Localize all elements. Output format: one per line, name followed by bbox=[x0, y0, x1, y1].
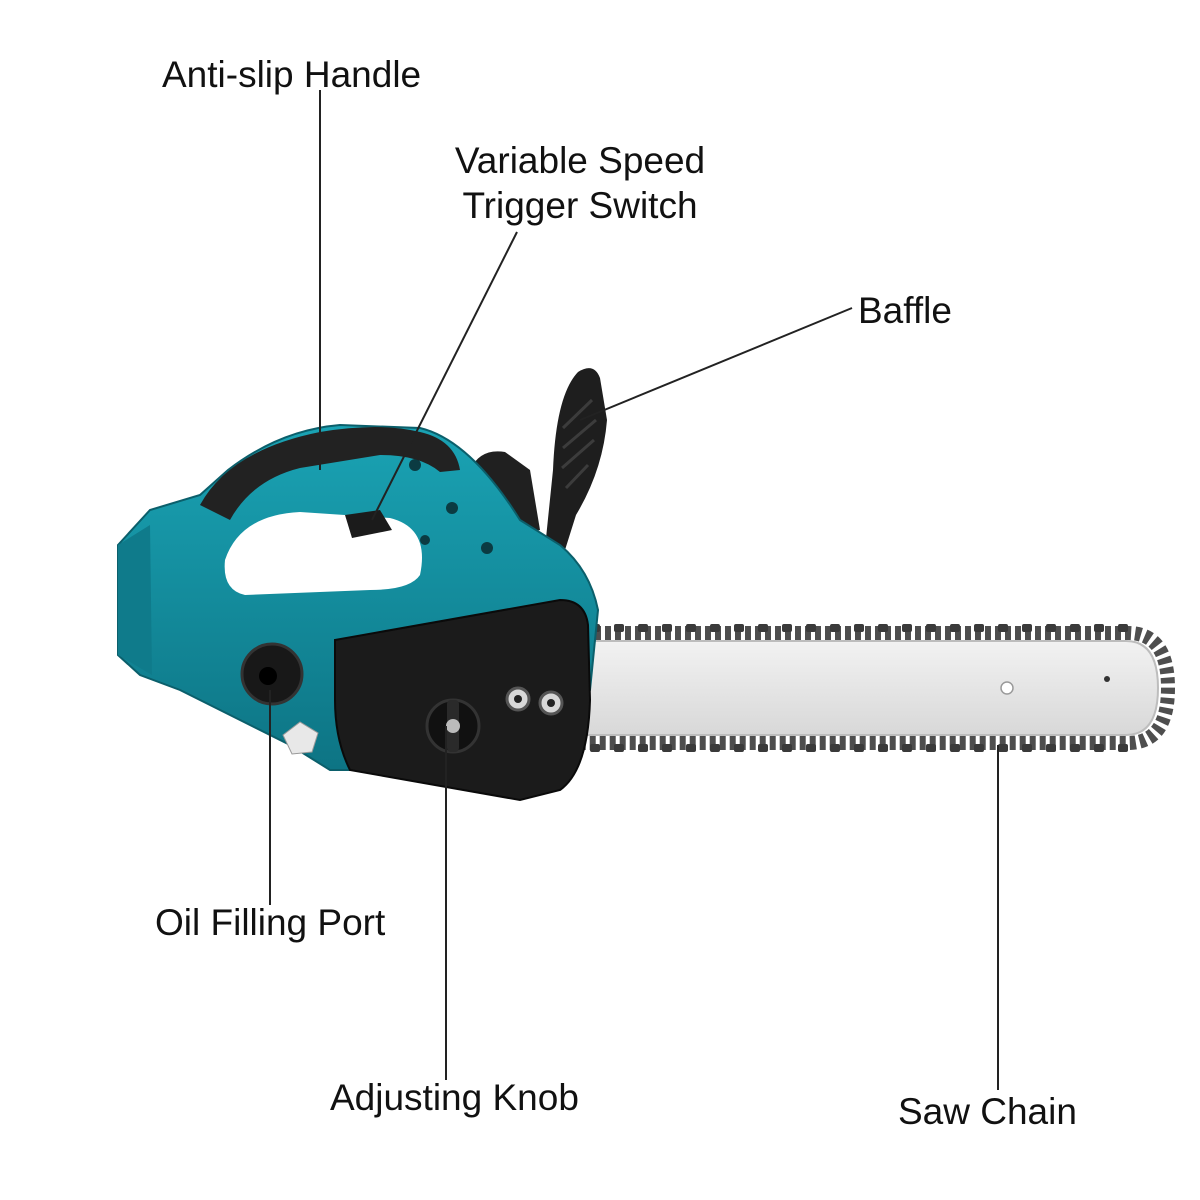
chain-tooth bbox=[998, 744, 1008, 752]
chain-tooth bbox=[878, 744, 888, 752]
chain-tooth bbox=[854, 744, 864, 752]
chain-tooth bbox=[950, 624, 960, 632]
chain-tooth bbox=[782, 624, 792, 632]
chain-tooth bbox=[662, 624, 672, 632]
chain-tooth bbox=[830, 624, 840, 632]
label-trigger-line2: Trigger Switch bbox=[462, 185, 698, 227]
chain-tooth bbox=[830, 744, 840, 752]
motor-housing bbox=[470, 451, 540, 540]
label-adjusting-knob: Adjusting Knob bbox=[330, 1077, 579, 1118]
chain-tooth bbox=[1070, 624, 1080, 632]
chain-tooth bbox=[686, 744, 696, 752]
chain-tooth bbox=[638, 624, 648, 632]
chain-tooth bbox=[614, 744, 624, 752]
chain-tooth bbox=[854, 624, 864, 632]
chain-tooth bbox=[590, 744, 600, 752]
chain-tooth bbox=[710, 744, 720, 752]
label-trigger-line1: Variable Speed bbox=[454, 140, 706, 181]
chain-tooth bbox=[638, 744, 648, 752]
chain-tooth bbox=[1046, 624, 1056, 632]
chain-tooth bbox=[1022, 624, 1032, 632]
chain-tooth bbox=[758, 624, 768, 632]
adjusting-knob bbox=[425, 698, 481, 754]
oil-filling-cap bbox=[240, 642, 304, 706]
label-oil-filling-port: Oil Filling Port bbox=[155, 902, 386, 943]
chain-tooth bbox=[902, 624, 912, 632]
chain-tooth bbox=[1094, 744, 1104, 752]
label-baffle: Baffle bbox=[858, 290, 952, 331]
chain-tooth bbox=[806, 624, 816, 632]
chain-tooth bbox=[926, 624, 936, 632]
bar-rivet bbox=[1104, 676, 1110, 682]
chain-tooth bbox=[806, 744, 816, 752]
chain-tooth bbox=[1094, 624, 1104, 632]
label-saw-chain: Saw Chain bbox=[898, 1091, 1077, 1132]
saw-chain-loop bbox=[568, 626, 1176, 750]
chain-tooth bbox=[926, 744, 936, 752]
chain-tooth bbox=[1118, 624, 1128, 632]
leader-baffle bbox=[579, 307, 853, 421]
chain-tooth bbox=[1070, 744, 1080, 752]
baffle-guard bbox=[545, 368, 607, 550]
chain-tooth bbox=[734, 744, 744, 752]
side-cover bbox=[334, 598, 592, 802]
chain-tooth bbox=[1022, 744, 1032, 752]
chain-tooth bbox=[878, 624, 888, 632]
chain-tooth bbox=[974, 744, 984, 752]
bar-plate bbox=[574, 640, 1160, 736]
chain-tooth bbox=[734, 624, 744, 632]
chain-tooth bbox=[1118, 744, 1128, 752]
label-anti-slip-handle: Anti-slip Handle bbox=[162, 54, 422, 95]
guide-bar bbox=[568, 626, 1176, 750]
chain-tooth bbox=[950, 744, 960, 752]
chain-tooth bbox=[662, 744, 672, 752]
chain-tooth bbox=[686, 624, 696, 632]
chain-tooth bbox=[758, 744, 768, 752]
chain-tooth bbox=[710, 624, 720, 632]
chain-tooth bbox=[782, 744, 792, 752]
chain-tooth bbox=[998, 624, 1008, 632]
chain-tooth bbox=[614, 624, 624, 632]
saw-chain-teeth bbox=[590, 624, 1128, 752]
handle-grip bbox=[200, 427, 460, 520]
leader-trigger bbox=[371, 231, 518, 521]
leader-lines bbox=[269, 90, 999, 1090]
trigger-switch bbox=[345, 510, 392, 538]
bar-hole bbox=[1000, 681, 1014, 695]
chain-tooth bbox=[974, 624, 984, 632]
label-trigger-switch: Variable Speed Trigger Switch bbox=[430, 138, 730, 228]
chain-tooth bbox=[1046, 744, 1056, 752]
chain-tooth bbox=[902, 744, 912, 752]
